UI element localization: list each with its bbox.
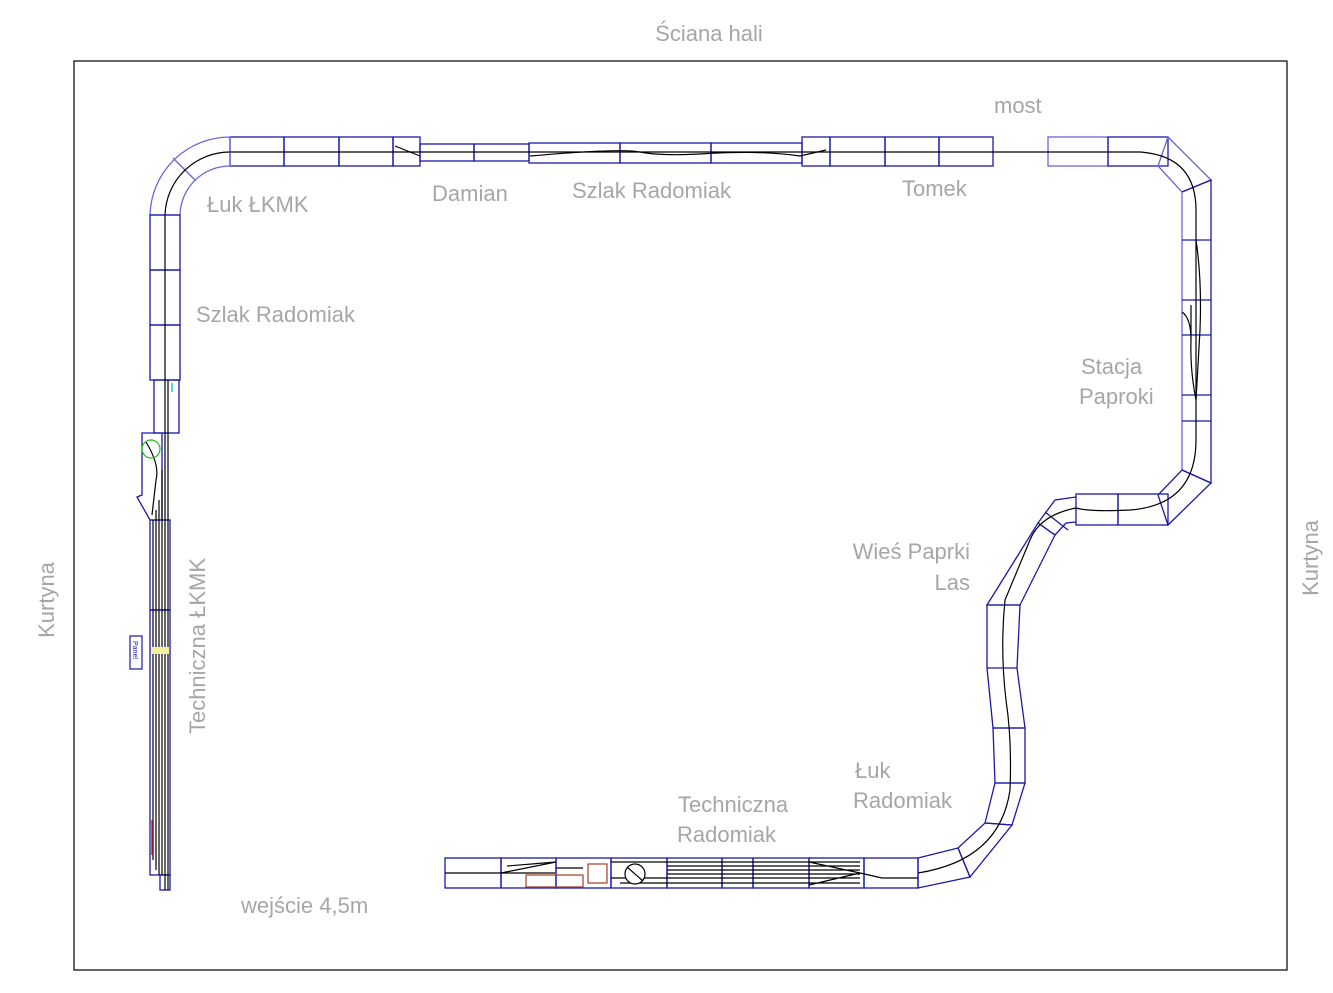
village-label-1: Wieś Paprki xyxy=(853,539,970,564)
curve-lkmk-label: Łuk ŁKMK xyxy=(207,192,309,217)
top-modules xyxy=(229,136,1169,167)
control-panel[interactable]: Panel xyxy=(129,635,143,670)
bridge-label: most xyxy=(994,93,1042,118)
village-label-2: Las xyxy=(935,570,970,595)
station-label-1: Stacja xyxy=(1081,354,1143,379)
hall-outline xyxy=(73,60,1288,971)
tech-radomiak-label-1: Techniczna xyxy=(678,792,789,817)
curtain-right-label: Kurtyna xyxy=(1298,519,1323,596)
tech-lkmk-label: Techniczna ŁKMK xyxy=(185,558,210,734)
curve-radomiak-label-2: Radomiak xyxy=(853,788,953,813)
wall-label: Ściana hali xyxy=(655,21,763,46)
tech-radomiak-label-2: Radomiak xyxy=(677,822,777,847)
curtain-left-label: Kurtyna xyxy=(34,561,59,638)
damian-label: Damian xyxy=(432,181,508,206)
curve-radomiak-label-1: Łuk xyxy=(855,758,891,783)
panel-label: Panel xyxy=(131,641,138,659)
tomek-label: Tomek xyxy=(902,176,968,201)
station-label-2: Paproki xyxy=(1079,384,1154,409)
entrance-label: wejście 4,5m xyxy=(240,893,368,918)
left-modules xyxy=(136,214,181,891)
village-modules xyxy=(917,496,1077,889)
szlak-left-label: Szlak Radomiak xyxy=(196,302,356,327)
szlak-top-label: Szlak Radomiak xyxy=(572,178,732,203)
turntable-marker xyxy=(141,439,161,459)
station-paproki-modules xyxy=(1075,135,1213,527)
bottom-modules xyxy=(444,857,919,889)
